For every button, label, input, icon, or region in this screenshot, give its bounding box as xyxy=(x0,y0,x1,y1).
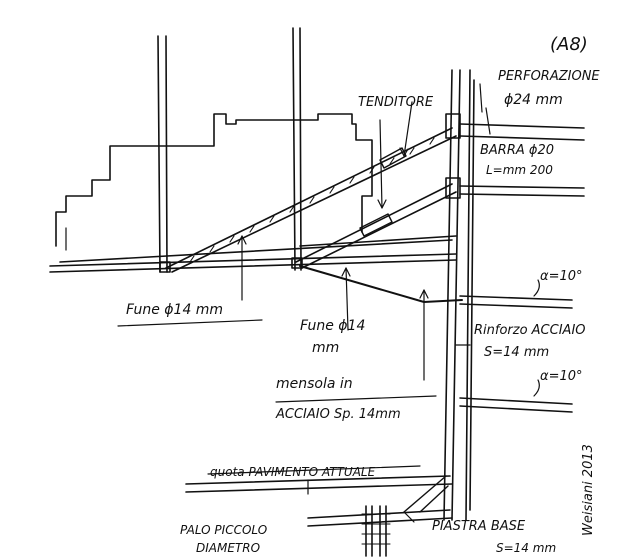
label-rinforzo-1: Rinforzo ACCIAIO xyxy=(474,323,586,338)
sheet-ref: (A8) xyxy=(550,34,588,55)
label-quota: quota PAVIMENTO ATTUALE xyxy=(210,465,376,479)
label-perforazione-dim: ϕ24 mm xyxy=(504,92,563,108)
signature: Weisiani 2013 xyxy=(581,444,596,536)
label-angle-1: α=10° xyxy=(540,269,583,284)
label-mensola-1: mensola in xyxy=(276,376,353,392)
label-fune-mid-1: Fune ϕ14 xyxy=(300,318,365,334)
label-perforazione: PERFORAZIONE xyxy=(498,69,600,84)
label-tenditore: TENDITORE xyxy=(358,95,434,110)
tie-rod-upper xyxy=(165,127,457,273)
label-angle-2: α=10° xyxy=(540,369,583,384)
text-underlines xyxy=(117,319,437,475)
micro-piles xyxy=(361,505,391,557)
leader-lines xyxy=(237,83,491,523)
label-piastra-1: PIASTRA BASE xyxy=(432,519,526,534)
wall-bars xyxy=(459,123,585,413)
tie-rod-lower xyxy=(295,183,457,269)
floor-slab xyxy=(185,475,453,527)
anchor-nodes xyxy=(159,113,461,273)
label-palo-2: DIAMETRO xyxy=(196,541,260,555)
right-wall xyxy=(443,69,475,521)
label-rinforzo-2: S=14 mm xyxy=(484,345,549,360)
label-mensola-2: ACCIAIO Sp. 14mm xyxy=(275,407,401,422)
label-barra: BARRA ϕ20 xyxy=(480,143,554,158)
stepped-outline xyxy=(55,113,373,247)
label-fune-mid-2: mm xyxy=(312,340,339,356)
angle-marks xyxy=(533,279,540,397)
label-fune-top: Fune ϕ14 mm xyxy=(126,302,223,318)
label-piastra-2: S=14 mm xyxy=(496,541,556,555)
vertical-posts xyxy=(157,27,302,273)
label-barra-len: L=mm 200 xyxy=(486,163,553,177)
label-palo-1: PALO PICCOLO xyxy=(180,523,267,537)
main-beam xyxy=(49,235,457,273)
steel-bracket xyxy=(299,265,463,303)
